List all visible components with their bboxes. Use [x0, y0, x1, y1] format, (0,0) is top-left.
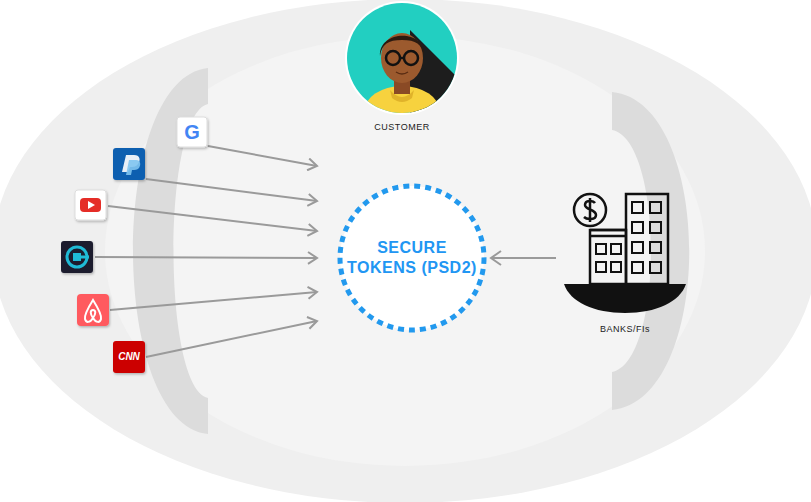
cnn-logo-letters: CNN — [113, 341, 145, 373]
node-label: SECURE TOKENS (PSD2) — [347, 238, 477, 278]
node-label: BANKS/FIs — [555, 324, 695, 335]
bank-building: BANKS/FIs — [560, 190, 690, 315]
google-logo-letter: G — [177, 117, 207, 147]
connector-arrow — [491, 251, 556, 265]
customer-avatar: CUSTOMER — [340, 0, 464, 118]
node-label: CUSTOMER — [322, 122, 482, 133]
token-circle: SECURE TOKENS (PSD2) — [337, 183, 487, 333]
